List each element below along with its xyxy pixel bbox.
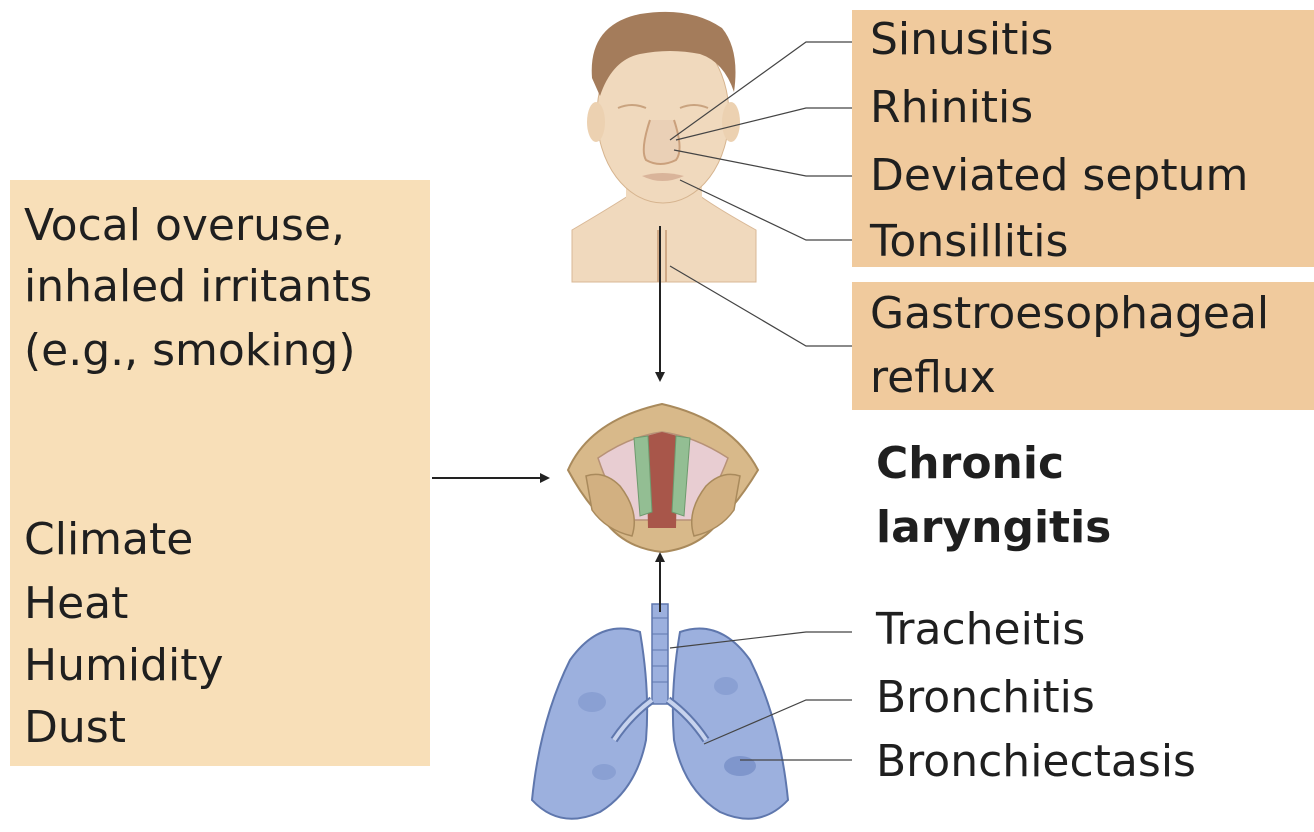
center-title-line-1: Chronic — [876, 442, 1064, 486]
left-factor-heat: Heat — [24, 582, 128, 626]
left-factor-dust: Dust — [24, 706, 126, 750]
lower-airway-bronchitis: Bronchitis — [876, 676, 1095, 720]
left-factor-humidity: Humidity — [24, 644, 224, 688]
larynx-illustration — [568, 404, 758, 552]
lungs-illustration — [532, 604, 788, 819]
upper-airway-sinusitis: Sinusitis — [870, 18, 1053, 62]
center-title-line-2: laryngitis — [876, 506, 1111, 550]
upper-airway-deviated-septum: Deviated septum — [870, 154, 1248, 198]
reflux-line-1: Gastroesophageal — [870, 292, 1269, 336]
head-illustration — [572, 12, 756, 282]
lower-airway-bronchiectasis: Bronchiectasis — [876, 740, 1196, 784]
left-factor-line-2: inhaled irritants — [24, 265, 372, 309]
left-factor-climate: Climate — [24, 518, 193, 562]
reflux-line-2: reflux — [870, 356, 996, 400]
lower-airway-tracheitis: Tracheitis — [876, 608, 1085, 652]
upper-airway-tonsillitis: Tonsillitis — [870, 220, 1068, 264]
left-factor-line-1: Vocal overuse, — [24, 204, 345, 248]
upper-airway-rhinitis: Rhinitis — [870, 86, 1033, 130]
left-factor-line-3: (e.g., smoking) — [24, 329, 356, 373]
